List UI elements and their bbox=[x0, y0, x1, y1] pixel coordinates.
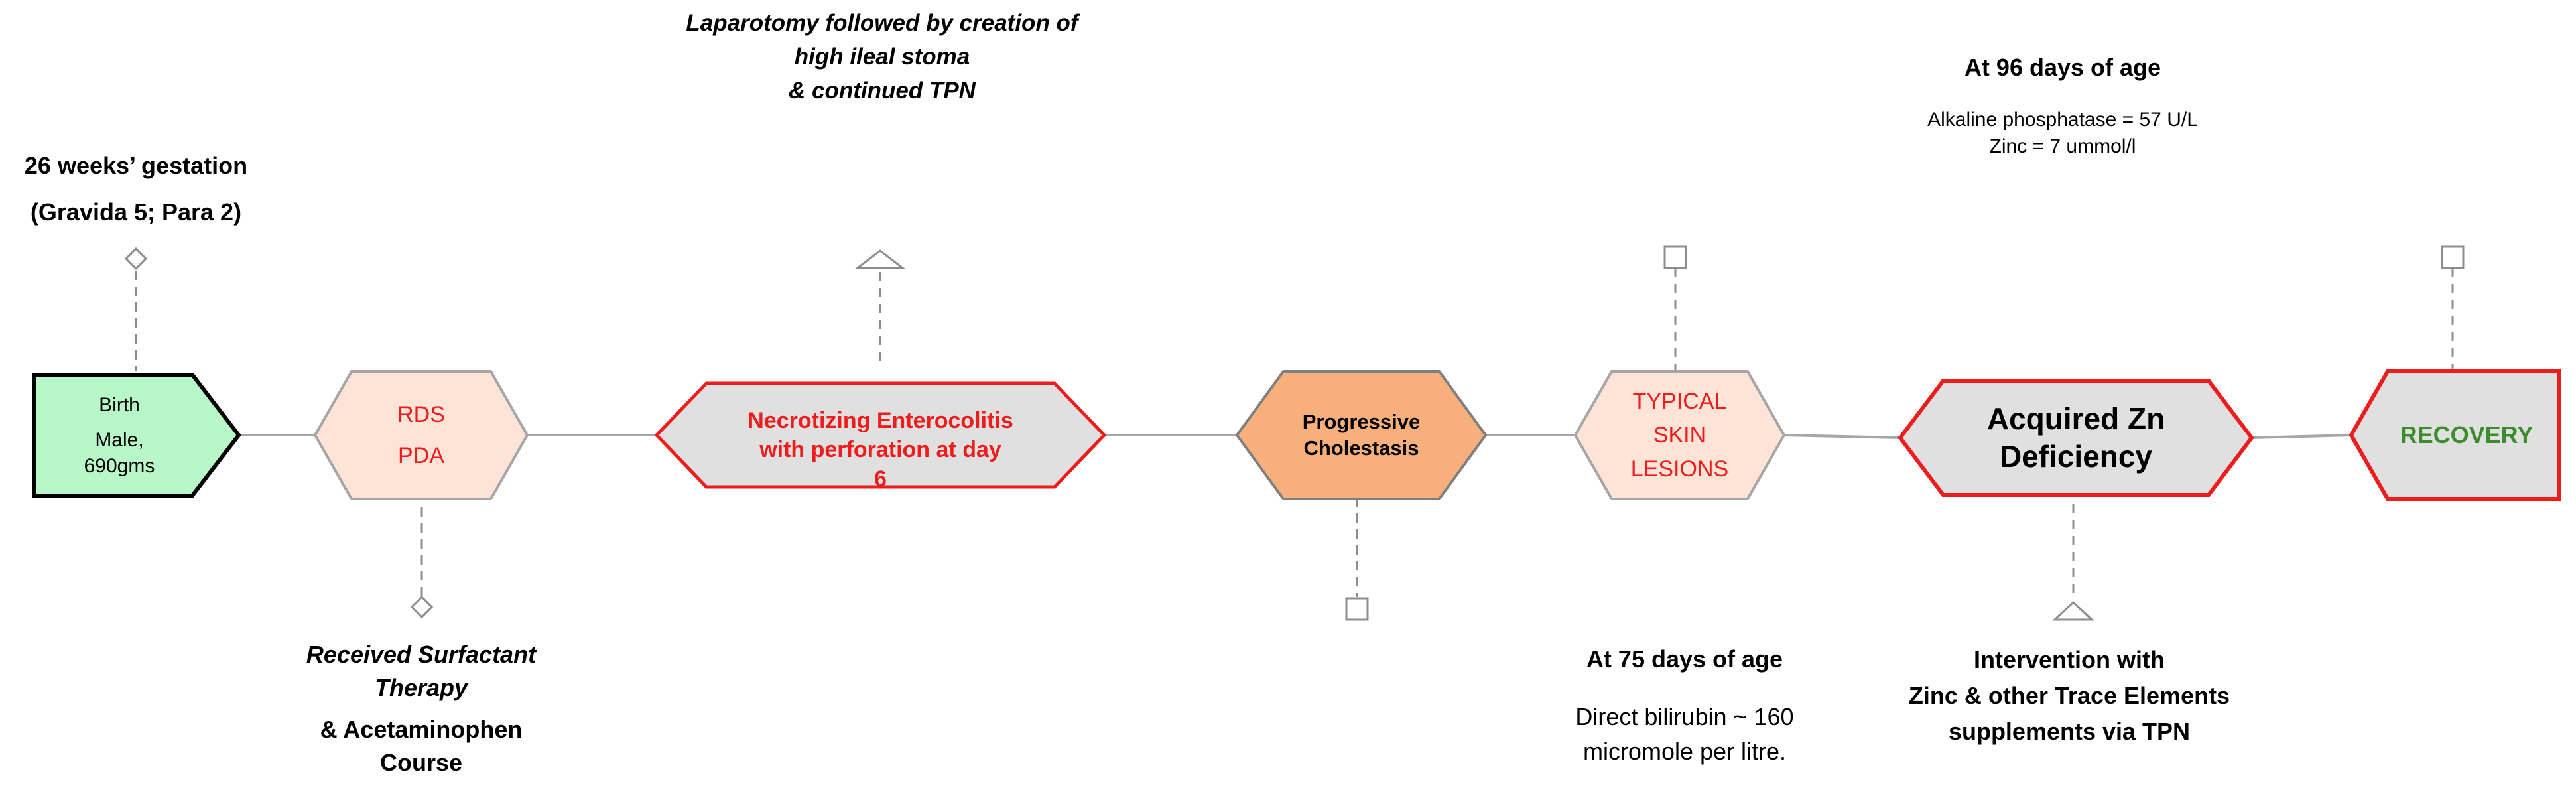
square-marker-icon bbox=[2441, 245, 2465, 269]
nec-line-2: with perforation at day bbox=[759, 437, 1001, 463]
day75-line-1: Direct bilirubin ~ 160 bbox=[1575, 702, 1794, 730]
day75-title: At 75 days of age bbox=[1586, 645, 1783, 673]
skin-lesions-label: TYPICAL SKIN LESIONS bbox=[1605, 375, 1754, 496]
day96-line-2: Zinc = 7 ummol/l bbox=[1989, 135, 2136, 158]
gestation-line-1: 26 weeks’ gestation bbox=[24, 152, 248, 179]
nec-line-3: 6 bbox=[874, 466, 887, 492]
pda-text: PDA bbox=[398, 443, 444, 468]
laparotomy-line-2: high ileal stoma bbox=[794, 43, 970, 70]
triangle-marker-icon bbox=[2052, 600, 2094, 621]
intervention-line-2: Zinc & other Trace Elements bbox=[1908, 682, 2230, 709]
skin-lesions-node bbox=[1573, 370, 1786, 500]
surfactant-line-2: Therapy bbox=[374, 674, 468, 702]
zn-line-1: Acquired Zn bbox=[1986, 401, 2165, 436]
surfactant-line-1: Received Surfactant bbox=[306, 641, 537, 668]
birth-node bbox=[32, 373, 241, 498]
day75-line-2: micromole per litre. bbox=[1582, 737, 1787, 765]
recovery-label: RECOVERY bbox=[2374, 375, 2559, 496]
intervention-line-3: supplements via TPN bbox=[1948, 718, 2191, 745]
birth-line: Birth bbox=[99, 393, 140, 416]
diamond-marker-icon bbox=[410, 595, 434, 619]
recovery-node bbox=[2349, 369, 2561, 501]
intervention-annotation: Intervention with Zinc & other Trace Ele… bbox=[1877, 642, 2262, 750]
laparotomy-line-1: Laparotomy followed by creation of bbox=[686, 10, 1078, 36]
skin-line-1: TYPICAL bbox=[1632, 388, 1727, 414]
nec-node bbox=[654, 381, 1107, 489]
connector-skin-zn bbox=[1783, 434, 1901, 439]
cholestasis-line-1: Progressive bbox=[1302, 409, 1421, 433]
skin-line-2: SKIN bbox=[1653, 422, 1707, 448]
rds-pda-label: RDS PDA bbox=[345, 375, 497, 496]
diamond-marker-icon bbox=[124, 247, 148, 271]
skin-line-3: LESIONS bbox=[1630, 456, 1729, 482]
birth-weight: 690gms bbox=[84, 454, 155, 477]
zn-line-2: Deficiency bbox=[1999, 439, 2153, 474]
laparotomy-annotation: Laparotomy followed by creation of high … bbox=[623, 7, 1141, 107]
day96-annotation: At 96 days of age Alkaline phosphatase =… bbox=[1877, 52, 2248, 161]
cholestasis-label: Progressive Cholestasis bbox=[1267, 375, 1456, 496]
recovery-text: RECOVERY bbox=[2400, 421, 2534, 448]
connector-zn-recovery bbox=[2251, 434, 2352, 439]
square-marker-icon bbox=[1345, 597, 1369, 621]
nec-line-1: Necrotizing Enterocolitis bbox=[747, 408, 1013, 433]
zn-deficiency-node bbox=[1898, 379, 2254, 497]
intervention-line-1: Intervention with bbox=[1974, 646, 2165, 673]
rds-pda-node bbox=[313, 370, 529, 500]
connector-lines bbox=[239, 434, 2352, 439]
acetaminophen-line-2: Course bbox=[379, 749, 463, 777]
square-marker-icon bbox=[1663, 245, 1687, 269]
surfactant-annotation: Received Surfactant Therapy & Acetaminop… bbox=[272, 638, 570, 780]
callout-leaders bbox=[124, 245, 2465, 621]
cholestasis-node bbox=[1235, 370, 1488, 500]
day75-annotation: At 75 days of age Direct bilirubin ~ 160… bbox=[1525, 643, 1844, 769]
acetaminophen-line-1: & Acetaminophen bbox=[320, 715, 523, 743]
triangle-marker-icon bbox=[854, 249, 906, 269]
nec-label: Necrotizing Enterocolitis with perforati… bbox=[690, 406, 1071, 505]
gestation-line-2: (Gravida 5; Para 2) bbox=[30, 198, 242, 226]
day96-line-1: Alkaline phosphatase = 57 U/L bbox=[1927, 108, 2198, 131]
rds-text: RDS bbox=[397, 401, 445, 427]
zn-deficiency-label: Acquired Zn Deficiency bbox=[1940, 385, 2212, 491]
birth-sex: Male, bbox=[95, 429, 144, 451]
birth-node-label: Birth Male, 690gms bbox=[40, 378, 199, 492]
laparotomy-line-3: & continued TPN bbox=[789, 77, 976, 103]
cholestasis-line-2: Cholestasis bbox=[1303, 436, 1419, 460]
gestation-annotation: 26 weeks’ gestation (Gravida 5; Para 2) bbox=[7, 143, 265, 235]
day96-title: At 96 days of age bbox=[1964, 54, 2161, 81]
